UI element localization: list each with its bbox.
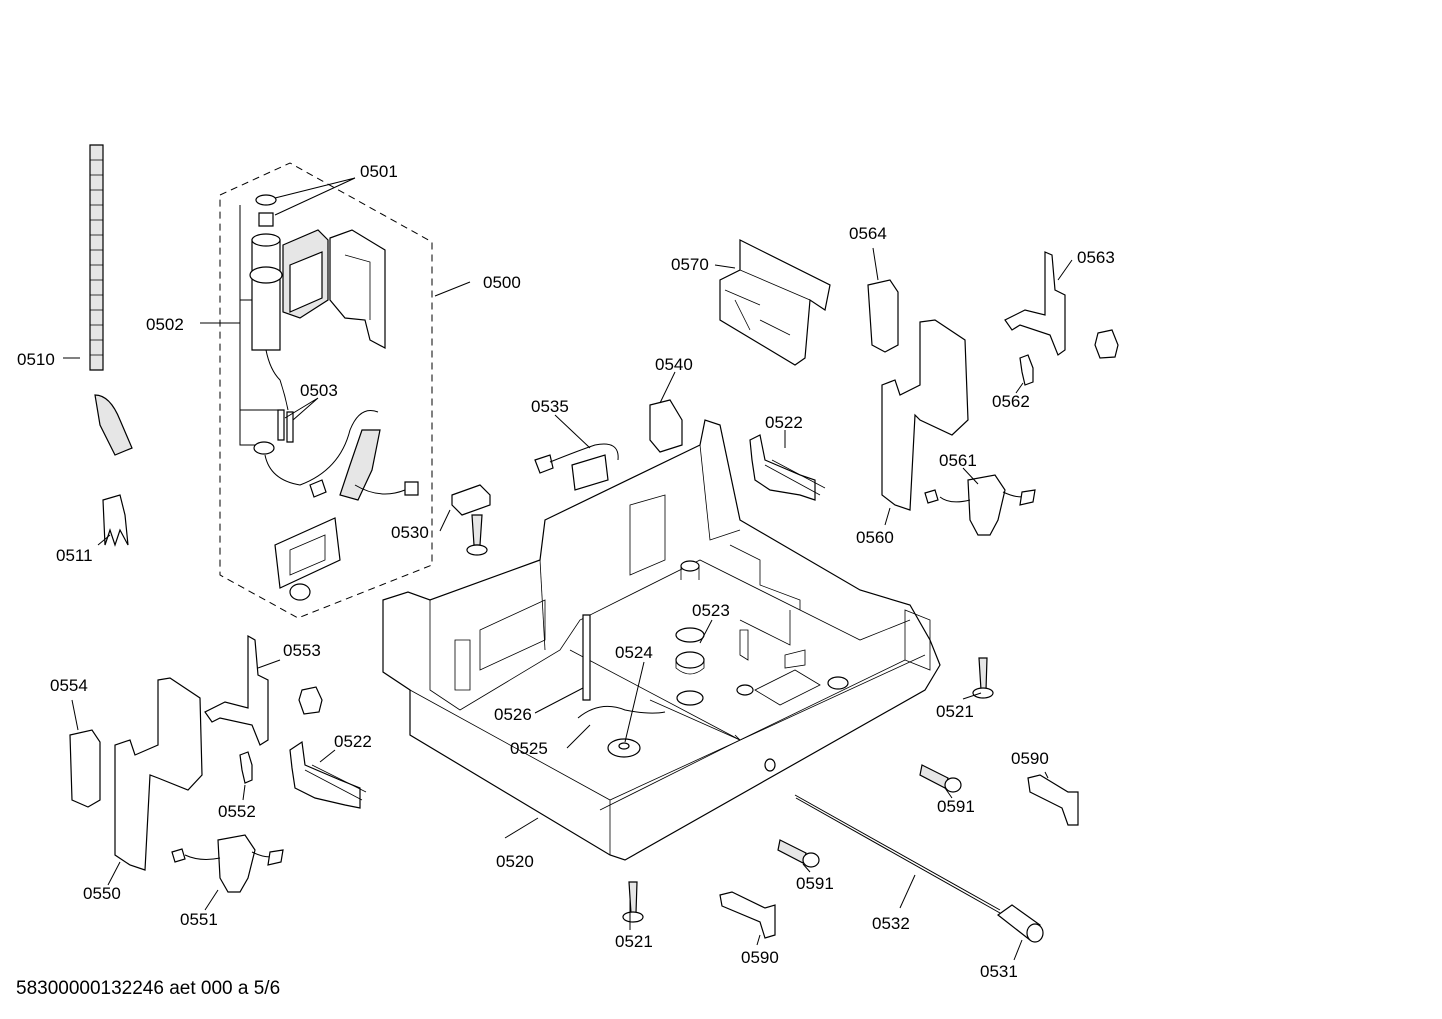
control-module-part [719, 239, 831, 366]
small-clip-part [1094, 329, 1119, 359]
label-0562: 0562 [992, 392, 1030, 411]
label-0570: 0570 [671, 255, 709, 274]
disc-part [607, 738, 641, 758]
callout-labels: 0500 0501 0502 0503 0510 0511 0520 0521 … [17, 162, 1115, 981]
label-0501: 0501 [360, 162, 398, 181]
spring-clip-part-2 [239, 751, 253, 784]
label-0591-bottom: 0591 [796, 874, 834, 893]
cable-connector-part [534, 443, 619, 491]
leader-lines [63, 177, 1073, 961]
spring-part [749, 434, 826, 501]
label-0530: 0530 [391, 523, 429, 542]
label-0554: 0554 [50, 676, 88, 695]
side-plate-part-2 [114, 677, 203, 871]
base-frame-part [382, 419, 941, 861]
label-0564: 0564 [849, 224, 887, 243]
label-0510: 0510 [17, 350, 55, 369]
label-0500: 0500 [483, 273, 521, 292]
label-0526: 0526 [494, 705, 532, 724]
sensor-bracket-part [274, 517, 341, 601]
wire-part [577, 705, 666, 719]
assembly-dashed-outline [219, 162, 433, 619]
label-0561: 0561 [939, 451, 977, 470]
label-0503: 0503 [300, 381, 338, 400]
upper-bracket-part [1004, 251, 1066, 356]
side-plate-part [881, 319, 969, 511]
cover-plate-part [867, 279, 899, 353]
long-rod-part [794, 794, 1001, 911]
label-0522-right: 0522 [765, 413, 803, 432]
small-clip-part-2 [298, 686, 323, 715]
label-0591-right: 0591 [937, 797, 975, 816]
lower-bracket-part [204, 634, 269, 746]
rod-part [582, 614, 591, 701]
label-0532: 0532 [872, 914, 910, 933]
cover-plate-part-2 [69, 729, 101, 808]
rail-part-2 [719, 891, 776, 939]
label-0535: 0535 [531, 397, 569, 416]
connector-housing-part [649, 399, 683, 453]
spring-part-2 [289, 740, 367, 809]
label-0553: 0553 [283, 641, 321, 660]
label-0523: 0523 [692, 601, 730, 620]
label-0563: 0563 [1077, 248, 1115, 267]
block-and-screw-part [451, 484, 491, 556]
label-0540: 0540 [655, 355, 693, 374]
clip-part [102, 494, 129, 547]
label-0525: 0525 [510, 739, 548, 758]
adjustable-foot-part-2 [622, 881, 644, 923]
drain-hose-part [89, 144, 133, 456]
screw-part [919, 764, 962, 793]
label-0520: 0520 [496, 852, 534, 871]
label-0522-left: 0522 [334, 732, 372, 751]
label-0551: 0551 [180, 910, 218, 929]
hose-part [264, 410, 419, 501]
document-code: 58300000132246 aet 000 a 5/6 [16, 978, 281, 999]
label-0511: 0511 [56, 546, 93, 565]
screw-part-2 [777, 839, 820, 868]
adjustable-foot-part [972, 657, 994, 699]
valve-assembly-part [239, 194, 386, 455]
label-0550: 0550 [83, 884, 121, 903]
float-switch-part-2 [171, 834, 284, 893]
label-0502: 0502 [146, 315, 184, 334]
label-0531: 0531 [980, 962, 1018, 981]
label-0521-bottom: 0521 [615, 932, 653, 951]
spring-clip-part [1019, 354, 1034, 386]
label-0552: 0552 [218, 802, 256, 821]
label-0524: 0524 [615, 643, 653, 662]
float-switch-part [924, 474, 1036, 536]
label-0560: 0560 [856, 528, 894, 547]
label-0521-right: 0521 [936, 702, 974, 721]
ring-seals-part [675, 627, 705, 706]
knob-part [996, 904, 1044, 943]
rail-part [1027, 774, 1079, 826]
label-0590-right: 0590 [1011, 749, 1049, 768]
label-0590-bottom: 0590 [741, 948, 779, 967]
